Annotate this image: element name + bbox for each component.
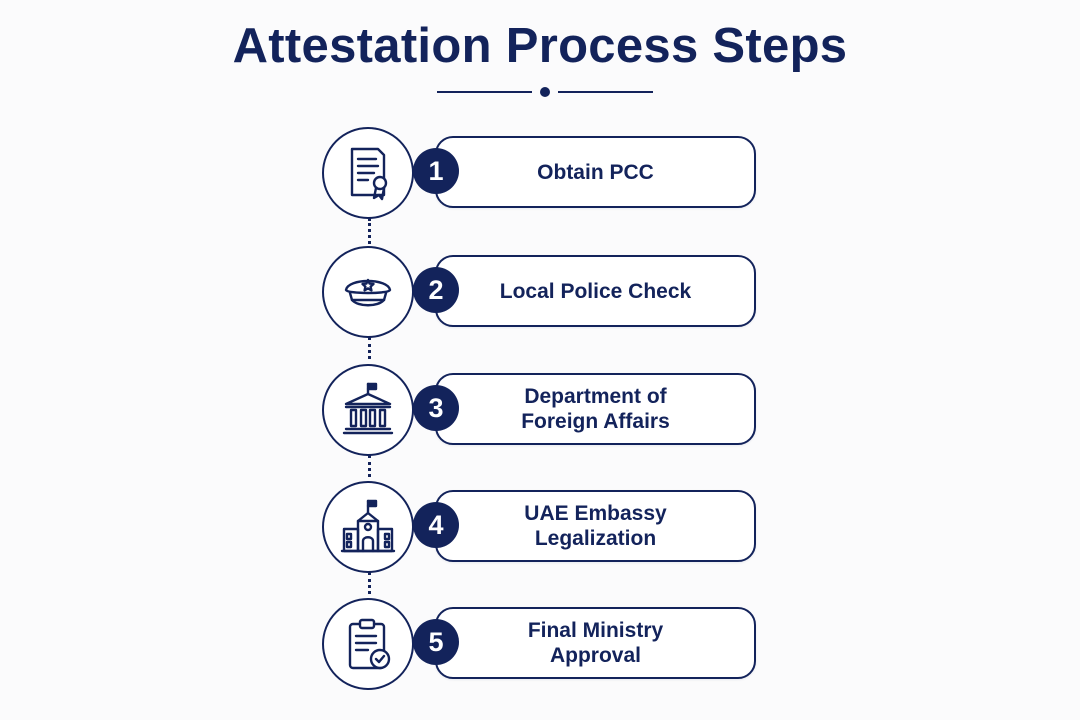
step-1: Obtain PCC 1 [0, 127, 1080, 223]
step-3: Department of Foreign Affairs 3 [0, 364, 1080, 460]
step-label: Department of Foreign Affairs [521, 385, 670, 433]
government-building-icon [322, 364, 414, 456]
step-card: Local Police Check [435, 255, 756, 327]
step-number-badge: 5 [413, 619, 459, 665]
step-card: Department of Foreign Affairs [435, 373, 756, 445]
police-cap-icon [322, 246, 414, 338]
step-4: UAE Embassy Legalization 4 [0, 481, 1080, 577]
step-label: Obtain PCC [537, 160, 654, 184]
step-label: Local Police Check [499, 279, 692, 303]
step-connector [368, 572, 371, 594]
step-card: Obtain PCC [435, 136, 756, 208]
step-5: Final Ministry Approval 5 [0, 598, 1080, 694]
step-card: UAE Embassy Legalization [435, 490, 756, 562]
title-divider [437, 85, 653, 99]
certificate-icon [322, 127, 414, 219]
step-number-badge: 4 [413, 502, 459, 548]
embassy-building-icon [322, 481, 414, 573]
step-connector [368, 337, 371, 359]
step-card: Final Ministry Approval [435, 607, 756, 679]
step-connector [368, 218, 371, 256]
step-label: Final Ministry Approval [527, 619, 664, 667]
page-title: Attestation Process Steps [232, 19, 848, 73]
step-number-badge: 2 [413, 267, 459, 313]
step-2: Local Police Check 2 [0, 246, 1080, 342]
step-connector [368, 455, 371, 477]
step-label: UAE Embassy Legalization [524, 502, 667, 550]
step-number-badge: 3 [413, 385, 459, 431]
clipboard-check-icon [322, 598, 414, 690]
step-number-badge: 1 [413, 148, 459, 194]
